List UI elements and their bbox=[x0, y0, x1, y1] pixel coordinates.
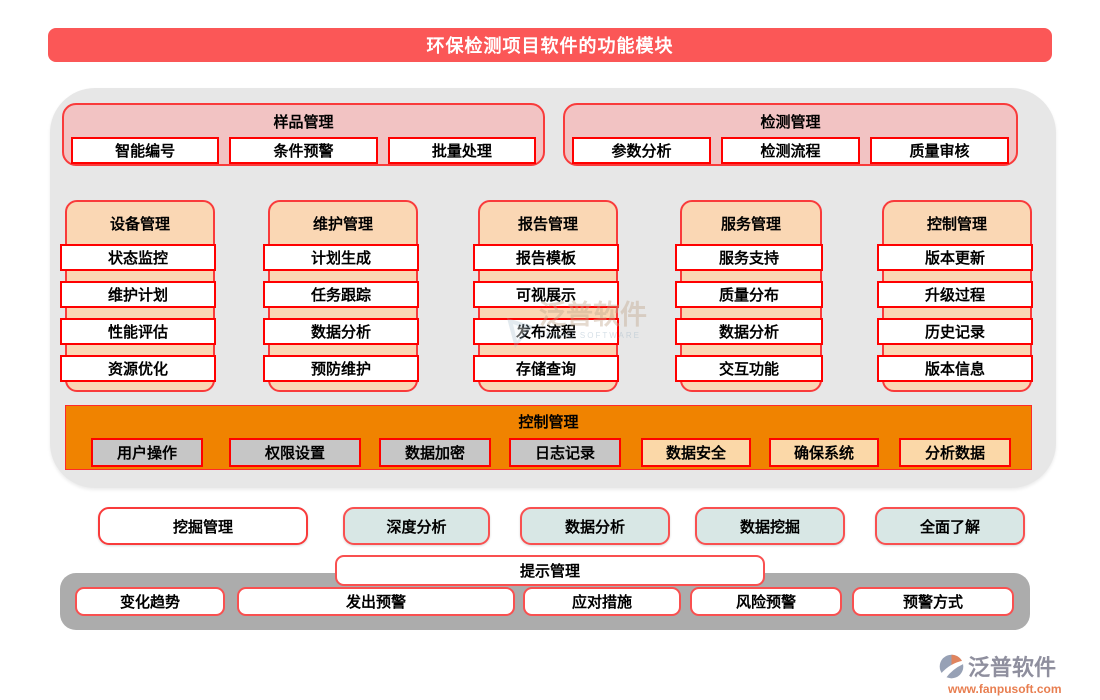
page-title: 环保检测项目软件的功能模块 bbox=[48, 28, 1052, 62]
module-item: 升级过程 bbox=[877, 281, 1033, 308]
column-title: 服务管理 bbox=[720, 216, 781, 233]
footer-brand-name: 泛普软件 bbox=[968, 655, 1057, 680]
module-item: 任务跟踪 bbox=[263, 281, 419, 308]
module-item: 计划生成 bbox=[263, 244, 419, 271]
tip-management-title: 提示管理 bbox=[335, 555, 765, 586]
module-item: 参数分析 bbox=[572, 137, 711, 164]
column-title: 设备管理 bbox=[109, 216, 170, 233]
module-item: 版本更新 bbox=[877, 244, 1033, 271]
footer-logo: 泛普软件 www.fanpusoft.com bbox=[938, 650, 1098, 696]
control-bar-title: 控制管理 bbox=[518, 414, 579, 431]
module-item: 交互功能 bbox=[675, 355, 823, 382]
section-testing-management: 检测管理 参数分析 检测流程 质量审核 bbox=[563, 103, 1018, 166]
module-item: 数据分析 bbox=[263, 318, 419, 345]
control-bar-item: 分析数据 bbox=[899, 438, 1011, 467]
control-management-bar: 控制管理 用户操作 权限设置 数据加密 日志记录 数据安全 确保系统 分析数据 bbox=[65, 405, 1032, 470]
section-title: 样品管理 bbox=[273, 114, 334, 131]
alert-item: 风险预警 bbox=[690, 587, 842, 616]
control-bar-item: 确保系统 bbox=[769, 438, 879, 467]
module-item: 批量处理 bbox=[387, 137, 536, 164]
module-item: 服务支持 bbox=[675, 244, 823, 271]
footer-url: www.fanpusoft.com bbox=[948, 682, 1062, 696]
column-title: 报告管理 bbox=[517, 216, 578, 233]
module-item: 检测流程 bbox=[721, 137, 860, 164]
column-report-management: 报告管理 报告模板 可视展示 发布流程 存储查询 bbox=[473, 200, 619, 392]
module-item: 数据分析 bbox=[675, 318, 823, 345]
alert-item: 应对措施 bbox=[523, 587, 681, 616]
control-bar-item: 用户操作 bbox=[91, 438, 203, 467]
module-item: 可视展示 bbox=[473, 281, 619, 308]
section-sample-management: 样品管理 智能编号 条件预警 批量处理 bbox=[62, 103, 545, 166]
module-item: 条件预警 bbox=[229, 137, 378, 164]
module-item: 历史记录 bbox=[877, 318, 1033, 345]
depth-analysis-button: 深度分析 bbox=[343, 507, 490, 545]
module-item: 发布流程 bbox=[473, 318, 619, 345]
module-item: 质量审核 bbox=[870, 137, 1009, 164]
module-item: 性能评估 bbox=[60, 318, 216, 345]
column-service-management: 服务管理 服务支持 质量分布 数据分析 交互功能 bbox=[675, 200, 823, 392]
column-equipment-management: 设备管理 状态监控 维护计划 性能评估 资源优化 bbox=[60, 200, 216, 392]
section-title: 检测管理 bbox=[760, 114, 821, 131]
fanpu-logo-icon bbox=[939, 654, 964, 678]
column-maintenance-management: 维护管理 计划生成 任务跟踪 数据分析 预防维护 bbox=[263, 200, 419, 392]
mining-management-button: 挖掘管理 bbox=[98, 507, 308, 545]
module-item: 智能编号 bbox=[71, 137, 220, 164]
column-title: 控制管理 bbox=[926, 216, 987, 233]
section-items: 参数分析 检测流程 质量审核 bbox=[565, 132, 1016, 164]
module-item: 版本信息 bbox=[877, 355, 1033, 382]
module-item: 报告模板 bbox=[473, 244, 619, 271]
module-item: 预防维护 bbox=[263, 355, 419, 382]
data-analysis-button: 数据分析 bbox=[520, 507, 670, 545]
alert-bar: 变化趋势 发出预警 应对措施 风险预警 预警方式 bbox=[60, 573, 1030, 630]
control-bar-item: 权限设置 bbox=[229, 438, 361, 467]
data-mining-button: 数据挖掘 bbox=[695, 507, 845, 545]
control-bar-item: 数据加密 bbox=[379, 438, 491, 467]
section-items: 智能编号 条件预警 批量处理 bbox=[64, 132, 543, 164]
column-control-management: 控制管理 版本更新 升级过程 历史记录 版本信息 bbox=[877, 200, 1033, 392]
full-overview-button: 全面了解 bbox=[875, 507, 1025, 545]
alert-item: 预警方式 bbox=[852, 587, 1014, 616]
column-title: 维护管理 bbox=[312, 216, 373, 233]
module-item: 资源优化 bbox=[60, 355, 216, 382]
module-item: 存储查询 bbox=[473, 355, 619, 382]
module-item: 维护计划 bbox=[60, 281, 216, 308]
control-bar-item: 数据安全 bbox=[641, 438, 751, 467]
alert-item: 发出预警 bbox=[237, 587, 515, 616]
module-item: 状态监控 bbox=[60, 244, 216, 271]
control-bar-item: 日志记录 bbox=[509, 438, 621, 467]
alert-item: 变化趋势 bbox=[75, 587, 225, 616]
module-item: 质量分布 bbox=[675, 281, 823, 308]
